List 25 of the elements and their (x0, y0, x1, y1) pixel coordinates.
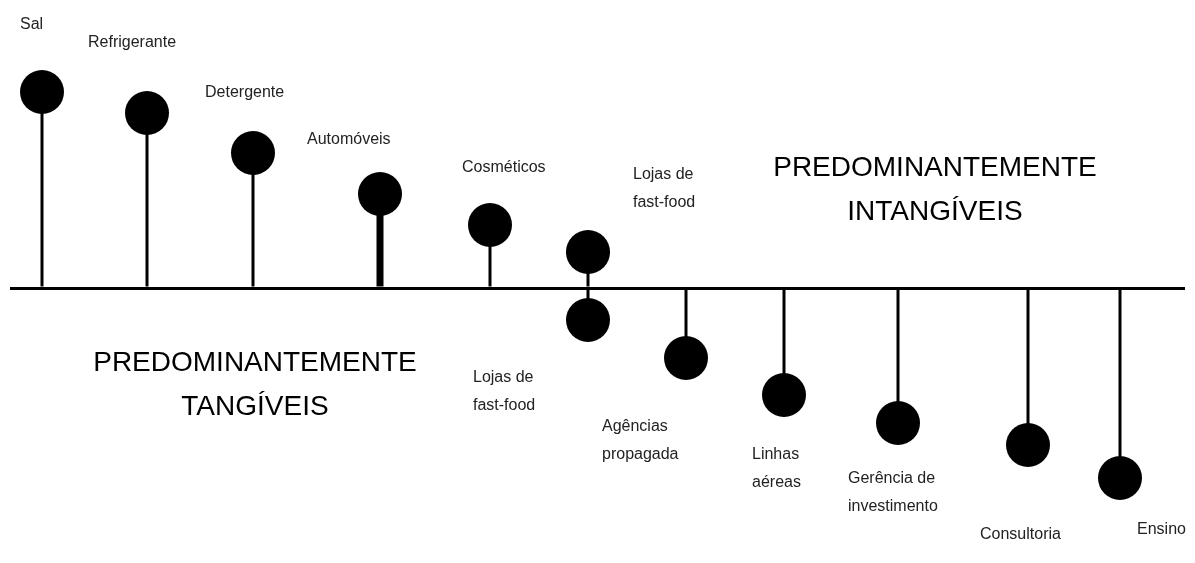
stem-line (896, 289, 900, 403)
item-label: Lojas de fast-food (473, 367, 537, 415)
stem-line (488, 245, 492, 287)
item-label: Lojas de fast-food (633, 164, 697, 212)
stem-line (251, 173, 255, 287)
stem-line (684, 289, 688, 338)
stem-line (1118, 289, 1122, 458)
item-label: Linhas aéreas (752, 444, 802, 492)
item-label: Refrigerante (88, 32, 178, 52)
item-label: Agências propagada (602, 416, 680, 464)
item-label: Consultoria (980, 524, 1062, 544)
category-label: PREDOMINANTEMENTE TANGÍVEIS (92, 345, 418, 423)
stem-line (782, 289, 786, 375)
category-label: PREDOMINANTEMENTE INTANGÍVEIS (772, 150, 1098, 228)
item-label: Gerência de investimento (848, 468, 939, 516)
stem-line (376, 214, 384, 287)
item-label: Cosméticos (462, 157, 547, 177)
stem-line (145, 133, 149, 287)
stem-line (40, 112, 44, 287)
item-label: Detergente (205, 82, 286, 102)
stem-line (1026, 289, 1030, 425)
item-label: Ensino (1137, 519, 1187, 539)
axis-line (10, 286, 1185, 290)
item-label: Automóveis (307, 129, 392, 149)
item-label: Sal (20, 14, 45, 34)
